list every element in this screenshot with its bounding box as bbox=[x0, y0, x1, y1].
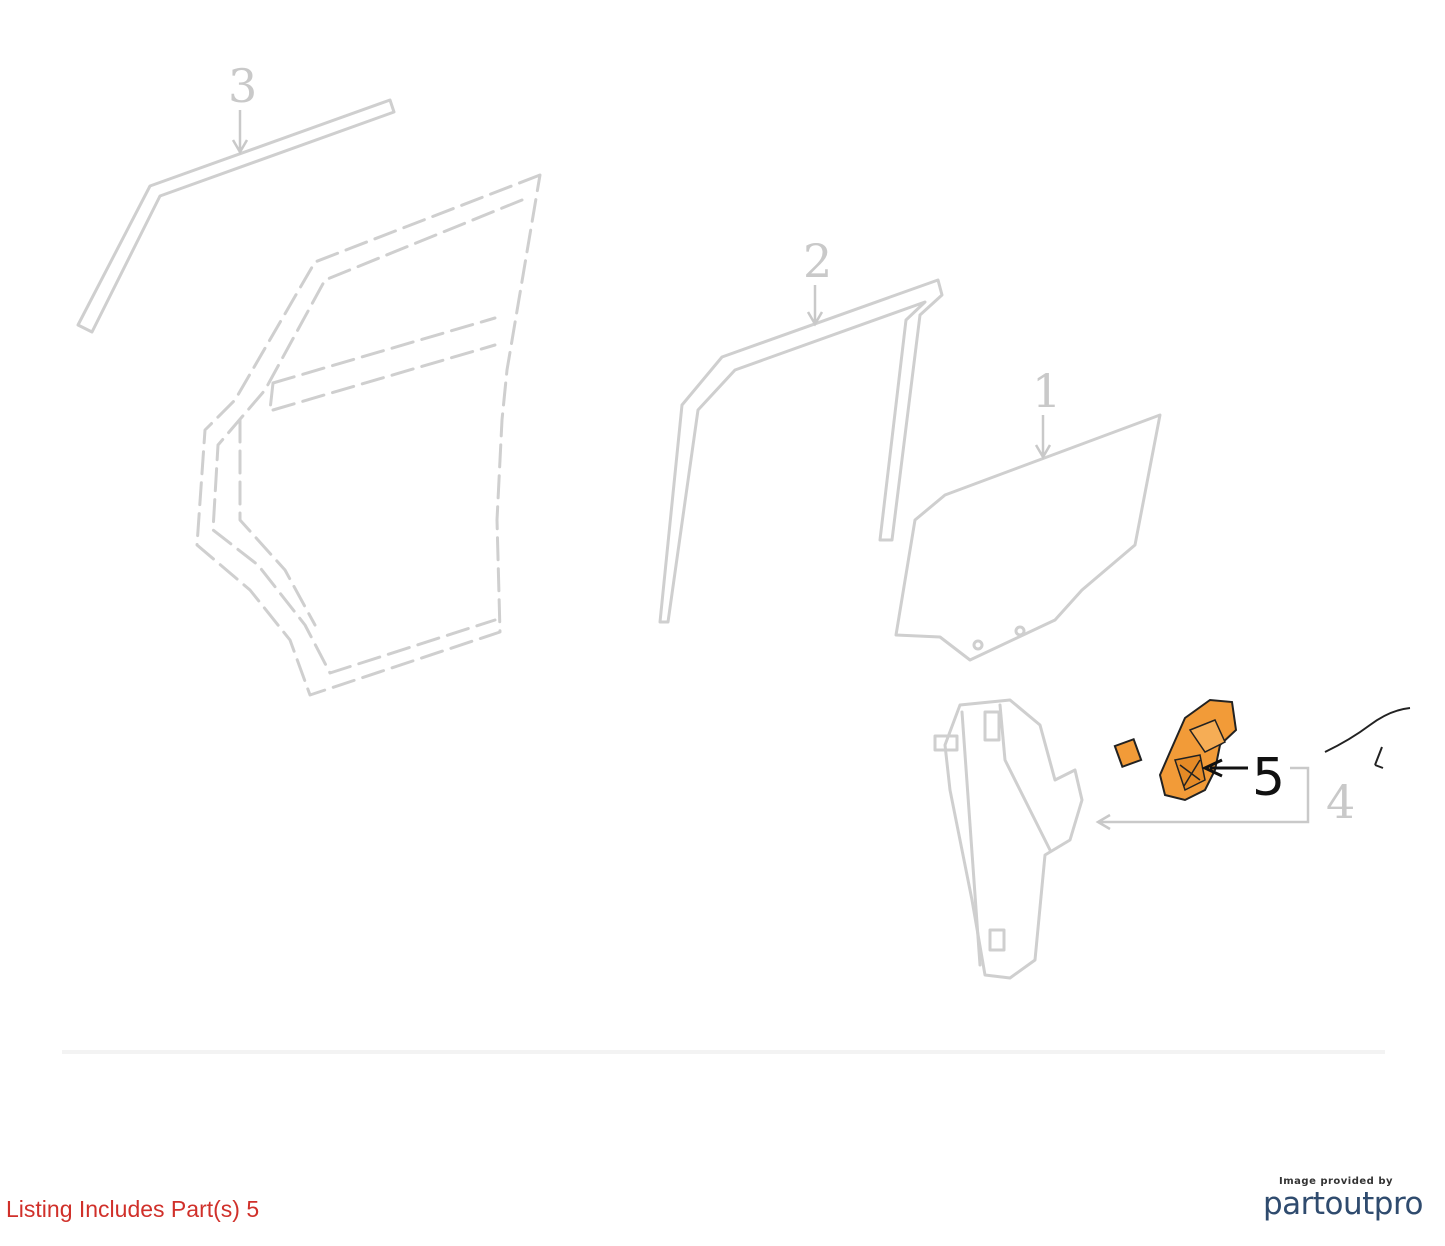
part-3-run-channel bbox=[76, 98, 396, 334]
part-2-glass-run bbox=[658, 278, 944, 624]
part-4-window-regulator bbox=[933, 698, 1084, 980]
callout-3-label: 3 bbox=[228, 59, 257, 113]
callout-arrows bbox=[231, 110, 1310, 831]
listing-note: Listing Includes Part(s) 5 bbox=[6, 1196, 260, 1222]
callout-1-label: 1 bbox=[1032, 364, 1061, 418]
callout-4-label: 4 bbox=[1326, 775, 1355, 829]
callout-5-label: 5 bbox=[1252, 748, 1285, 808]
brand-logo: partoutpro bbox=[1262, 1186, 1424, 1222]
brand-block: Image provided by partoutpro bbox=[1262, 1176, 1424, 1222]
callout-2-label: 2 bbox=[803, 234, 832, 288]
door-shell bbox=[195, 173, 542, 697]
brand-caption: Image provided by bbox=[1279, 1176, 1393, 1187]
part-1-door-glass bbox=[894, 413, 1162, 662]
part-5-window-motor bbox=[1113, 698, 1411, 802]
